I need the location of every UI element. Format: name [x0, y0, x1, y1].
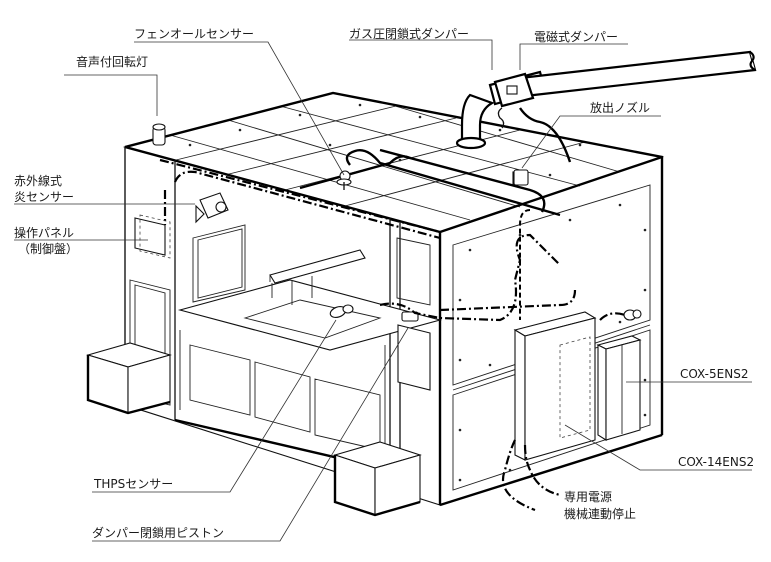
damper-piston	[397, 311, 431, 391]
label-power-1: 専用電源	[564, 490, 612, 504]
labels: フェンオールセンサー ガス圧閉鎖式ダンパー 電磁式ダンパー 音声付回転灯 放出ノ…	[14, 26, 754, 540]
cox5-valve	[623, 309, 642, 321]
label-rotating-light: 音声付回転灯	[76, 54, 148, 69]
cox-5-cylinder	[596, 335, 642, 441]
duct	[455, 50, 757, 150]
discharge-nozzle	[513, 169, 529, 186]
right-box	[333, 441, 422, 517]
fenwal-sensor	[336, 178, 352, 190]
control-panel	[134, 214, 171, 259]
label-damper-piston: ダンパー閉鎖用ピストン	[92, 525, 224, 540]
label-fenwal-sensor: フェンオールセンサー	[134, 27, 254, 41]
label-cox14: COX-14ENS2	[678, 455, 754, 469]
label-ir-flame-sensor-1: 赤外線式	[14, 173, 62, 188]
label-gas-pressure-damper: ガス圧閉鎖式ダンパー	[349, 26, 469, 41]
label-electromagnetic-damper: 電磁式ダンパー	[534, 29, 618, 44]
leaders	[14, 39, 752, 542]
label-control-panel-1: 操作パネル	[14, 225, 74, 240]
label-control-panel-2: （制御盤）	[18, 241, 78, 256]
thps-sensor	[329, 304, 354, 318]
left-box	[86, 342, 172, 415]
label-thps-sensor: THPSセンサー	[93, 477, 173, 491]
rotating-light	[152, 123, 166, 146]
label-discharge-nozzle: 放出ノズル	[590, 100, 650, 115]
label-ir-flame-sensor-2: 炎センサー	[14, 190, 74, 204]
signal-wiring	[159, 158, 626, 512]
cox-14-cylinder	[513, 311, 597, 461]
ir-flame-sensor	[195, 192, 229, 224]
interior-machine	[129, 224, 443, 472]
label-power-2: 機械連動停止	[564, 506, 636, 521]
label-cox5: COX-5ENS2	[680, 367, 748, 381]
